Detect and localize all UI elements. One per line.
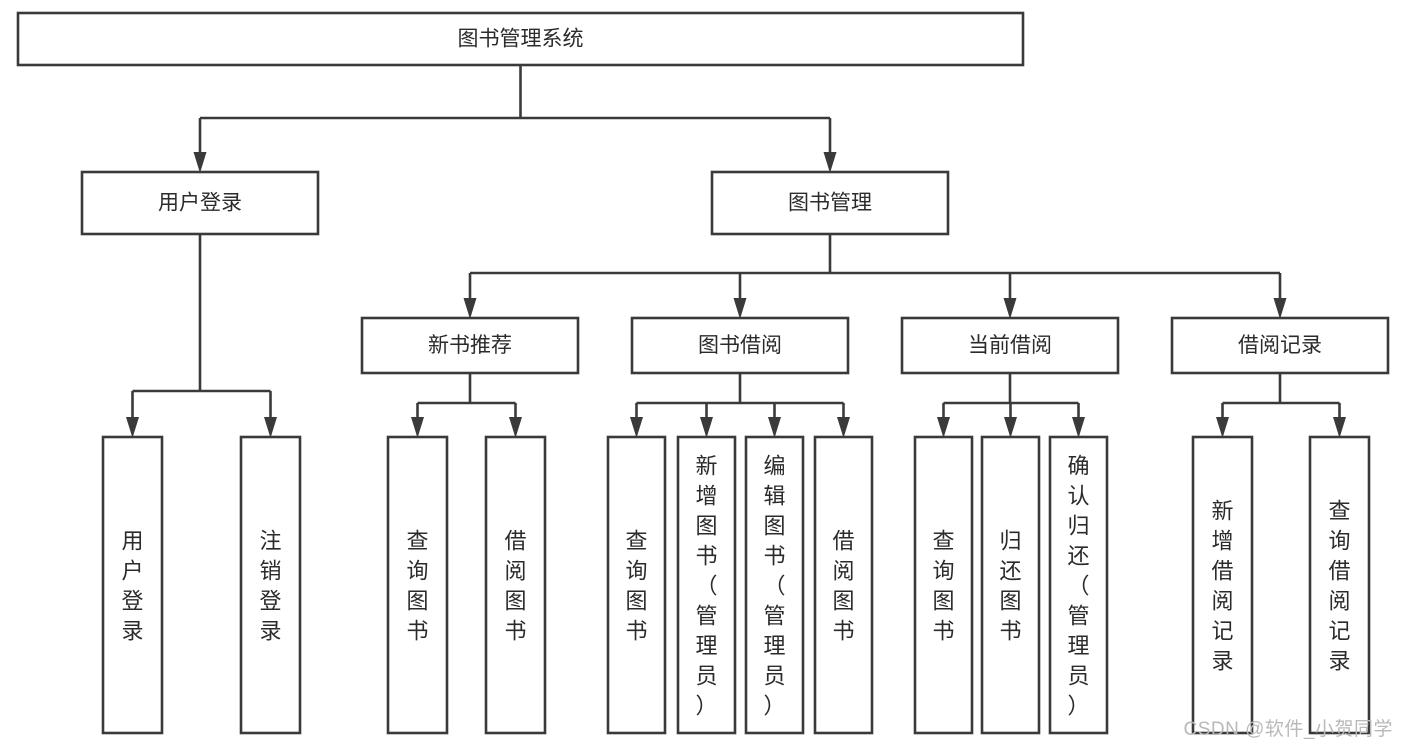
node-borrow-record[interactable]: 借阅记录 <box>1170 316 1390 375</box>
arrow-head-icon <box>1004 417 1017 438</box>
connector-group <box>463 234 1287 319</box>
node-label: 图书管理 <box>788 192 872 215</box>
arrow-head-icon <box>733 298 747 319</box>
connector-group <box>1216 373 1346 438</box>
node-box[interactable] <box>710 170 950 236</box>
node-box[interactable] <box>676 435 737 735</box>
node-label: 借阅图书 <box>504 528 526 643</box>
node-box[interactable] <box>1308 435 1371 735</box>
node-box[interactable] <box>386 435 449 735</box>
node-label: 查询图书 <box>406 528 428 643</box>
connector-group <box>193 65 837 173</box>
arrow-head-icon <box>411 417 424 438</box>
node-label: 查询图书 <box>932 528 954 643</box>
node-label: 借阅记录 <box>1238 334 1322 357</box>
node-leaf-add-record[interactable]: 新增借阅记录 <box>1191 435 1254 735</box>
arrow-head-icon <box>700 417 713 438</box>
node-label: 图书管理系统 <box>458 28 584 51</box>
node-label: 新书推荐 <box>428 334 512 357</box>
node-box[interactable] <box>101 435 164 735</box>
node-box[interactable] <box>744 435 805 735</box>
node-box[interactable] <box>1048 435 1109 735</box>
node-label: 查询借阅记录 <box>1328 498 1350 673</box>
node-box[interactable] <box>16 11 1025 67</box>
arrow-head-icon <box>630 417 643 438</box>
connector-group <box>937 373 1085 438</box>
node-leaf-borrow-book-b[interactable]: 借阅图书 <box>813 435 874 735</box>
connector-layer <box>126 65 1346 438</box>
arrow-head-icon <box>768 417 781 438</box>
arrow-head-icon <box>193 152 207 173</box>
connector-group <box>630 373 850 438</box>
arrow-head-icon <box>1333 417 1346 438</box>
node-new-book-rec[interactable]: 新书推荐 <box>360 316 580 375</box>
node-box[interactable] <box>980 435 1041 735</box>
arrow-head-icon <box>1216 417 1229 438</box>
arrow-head-icon <box>509 417 522 438</box>
arrow-head-icon <box>126 417 139 438</box>
connector-group <box>126 234 277 438</box>
arrow-head-icon <box>264 417 277 438</box>
node-leaf-query-book-c[interactable]: 查询图书 <box>913 435 974 735</box>
connector-group <box>411 373 522 438</box>
node-leaf-return-book[interactable]: 归还图书 <box>980 435 1041 735</box>
watermark-label: CSDN @软件_小贺同学 <box>1183 719 1393 740</box>
node-label: 查询图书 <box>625 528 647 643</box>
node-label: 新增借阅记录 <box>1211 498 1233 673</box>
node-label: 当前借阅 <box>968 334 1052 357</box>
node-root[interactable]: 图书管理系统 <box>16 11 1025 67</box>
node-user-login[interactable]: 用户登录 <box>80 170 320 236</box>
node-leaf-user-login[interactable]: 用户登录 <box>101 435 164 735</box>
arrow-head-icon <box>1273 298 1287 319</box>
node-leaf-add-book[interactable]: 新增图书（管理员） <box>676 435 737 735</box>
node-book-manage[interactable]: 图书管理 <box>710 170 950 236</box>
node-leaf-borrow-book-a[interactable]: 借阅图书 <box>484 435 547 735</box>
node-leaf-edit-book[interactable]: 编辑图书（管理员） <box>744 435 805 735</box>
node-box[interactable] <box>1170 316 1390 375</box>
node-label: 用户登录 <box>121 528 143 643</box>
node-box[interactable] <box>1191 435 1254 735</box>
arrow-head-icon <box>1072 417 1085 438</box>
node-label: 归还图书 <box>999 528 1021 643</box>
node-leaf-confirm-return[interactable]: 确认归还（管理员） <box>1048 435 1109 735</box>
node-box[interactable] <box>813 435 874 735</box>
node-box[interactable] <box>80 170 320 236</box>
node-book-borrow[interactable]: 图书借阅 <box>630 316 850 375</box>
node-box[interactable] <box>606 435 667 735</box>
node-label: 新增图书（管理员） <box>695 453 717 718</box>
node-label: 确认归还（管理员） <box>1067 453 1089 718</box>
node-box[interactable] <box>913 435 974 735</box>
node-box[interactable] <box>484 435 547 735</box>
node-leaf-query-book-a[interactable]: 查询图书 <box>386 435 449 735</box>
node-box[interactable] <box>239 435 302 735</box>
node-label: 借阅图书 <box>832 528 854 643</box>
node-box[interactable] <box>900 316 1120 375</box>
arrow-head-icon <box>837 417 850 438</box>
node-label: 编辑图书（管理员） <box>763 453 785 718</box>
arrow-head-icon <box>937 417 950 438</box>
node-leaf-logout[interactable]: 注销登录 <box>239 435 302 735</box>
arrow-head-icon <box>463 298 477 319</box>
node-leaf-query-record[interactable]: 查询借阅记录 <box>1308 435 1371 735</box>
node-layer: 图书管理系统用户登录图书管理新书推荐图书借阅当前借阅借阅记录用户登录注销登录查询… <box>16 11 1390 735</box>
node-label: 注销登录 <box>259 528 281 643</box>
node-label: 图书借阅 <box>698 334 782 357</box>
node-label: 用户登录 <box>158 192 242 215</box>
node-current-borrow[interactable]: 当前借阅 <box>900 316 1120 375</box>
node-box[interactable] <box>630 316 850 375</box>
node-leaf-query-book-b[interactable]: 查询图书 <box>606 435 667 735</box>
node-box[interactable] <box>360 316 580 375</box>
arrow-head-icon <box>1003 298 1017 319</box>
arrow-head-icon <box>823 152 837 173</box>
